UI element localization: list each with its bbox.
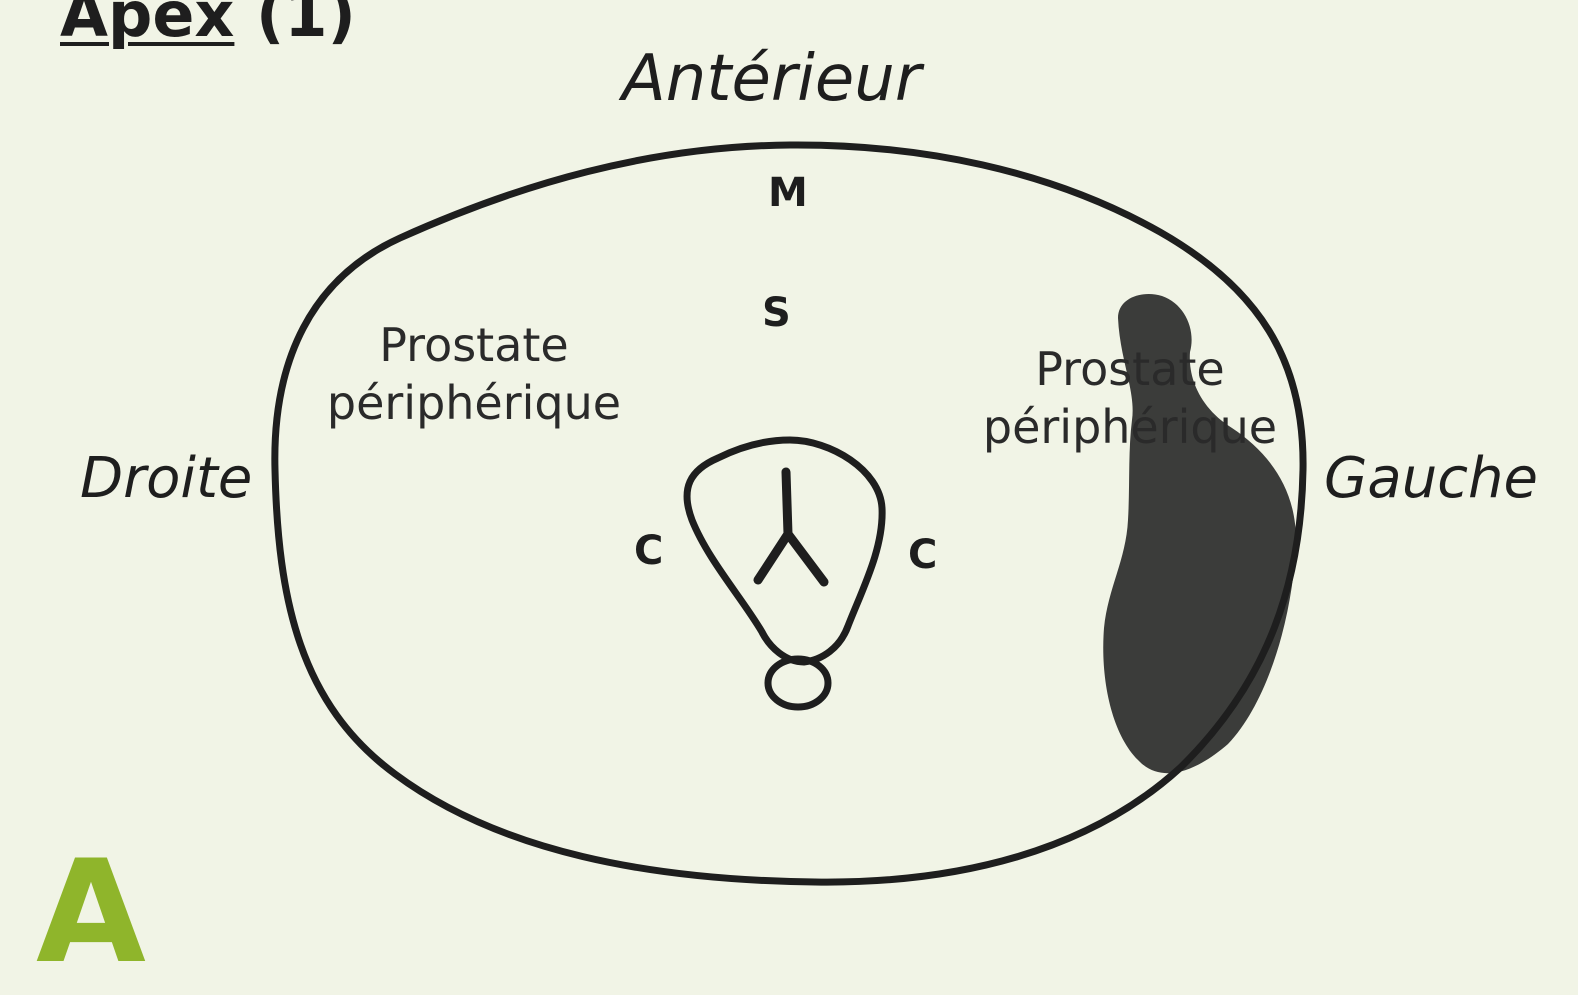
marker-s: S	[762, 290, 791, 336]
verumontanum-mark	[758, 472, 824, 582]
label-anterior: Antérieur	[622, 42, 921, 116]
marker-m: M	[768, 170, 808, 216]
zone-peripheral-right-line1: Prostate	[320, 316, 628, 374]
marker-c-left: C	[908, 532, 937, 578]
zone-peripheral-left-line2: périphérique	[976, 398, 1284, 456]
panel-letter: A	[36, 842, 146, 984]
zone-peripheral-left: Prostate périphérique	[976, 340, 1284, 456]
marker-c-right: C	[634, 528, 663, 574]
label-left: Gauche	[1324, 446, 1538, 511]
label-right: Droite	[80, 446, 252, 511]
zone-peripheral-right-line2: périphérique	[320, 374, 628, 432]
ejaculatory-duct-circle	[768, 659, 828, 707]
zone-peripheral-left-line1: Prostate	[976, 340, 1284, 398]
zone-peripheral-right: Prostate périphérique	[320, 316, 628, 432]
